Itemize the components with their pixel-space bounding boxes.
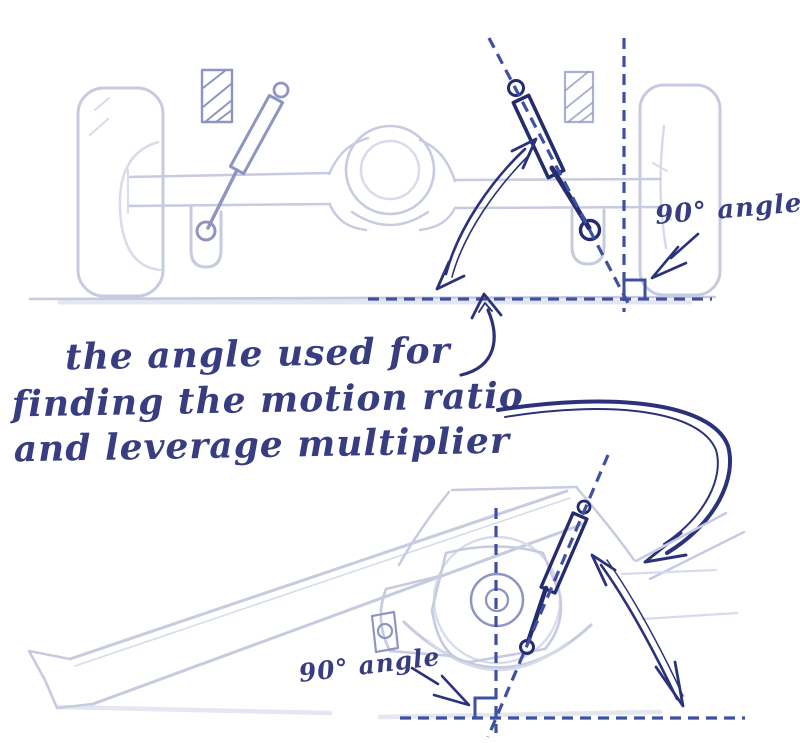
right-angle-marker-bottom bbox=[473, 696, 497, 718]
axle-tube-side bbox=[379, 572, 454, 658]
label-arrow-bottom-shaft bbox=[410, 666, 440, 686]
diff-bottom-arc bbox=[350, 210, 430, 227]
sweep-bottom-shaft-outer bbox=[599, 563, 679, 701]
beam-bottom-edge bbox=[91, 521, 588, 706]
frame-rail-pad-right bbox=[563, 70, 595, 124]
right-shock-eyelet bbox=[578, 218, 602, 242]
sweep-arrow-shaft-outer bbox=[444, 147, 527, 276]
left-shock-body bbox=[228, 93, 285, 176]
arch-right-side bbox=[575, 486, 636, 562]
left-tire-outline bbox=[76, 86, 165, 298]
arch-left-side bbox=[397, 490, 451, 567]
side-shock-shaft bbox=[525, 585, 549, 645]
pad-right-hatching bbox=[565, 71, 593, 123]
diff-outer-circle bbox=[344, 124, 436, 216]
left-tire-texture bbox=[89, 97, 110, 136]
shock-absorber-side bbox=[519, 499, 592, 655]
annotation-line-2: finding the motion ratio bbox=[8, 375, 524, 426]
pointer-arrow-shaft bbox=[459, 308, 496, 377]
left-tire bbox=[76, 86, 165, 298]
label-arrow-top-head bbox=[650, 245, 688, 280]
right-tire-marks bbox=[652, 162, 672, 221]
right-shock-top-stud bbox=[507, 79, 525, 97]
angle-label-bottom: 90° angle bbox=[297, 642, 442, 688]
label-arrow-top-shaft bbox=[669, 232, 700, 260]
axle-hub bbox=[370, 572, 454, 658]
top-view-sketch bbox=[28, 68, 722, 305]
left-shock-shaft bbox=[206, 168, 239, 230]
ground-shadow-bottom bbox=[55, 704, 663, 720]
swoosh-arrow bbox=[496, 399, 733, 564]
frame-rail-pad-left bbox=[200, 68, 234, 124]
sweep-bottom-arrowhead-lower bbox=[654, 660, 685, 708]
sweep-arrow-shaft-inner bbox=[451, 153, 531, 278]
angle-sweep-arrow-bottom bbox=[590, 553, 685, 708]
frame-arch bbox=[397, 485, 746, 621]
beam-inner-edge bbox=[74, 497, 571, 667]
sweep-arrowhead-upper bbox=[510, 137, 538, 170]
shock-axis-dashed-line-top bbox=[487, 37, 631, 306]
side-shock-body bbox=[539, 511, 589, 595]
axle-clamp bbox=[370, 610, 400, 654]
right-tire-rim bbox=[659, 124, 668, 250]
leaf-spring-beam bbox=[27, 489, 588, 710]
sweep-arrowhead-lower bbox=[435, 260, 466, 291]
annotation-text: the angle used for finding the motion ra… bbox=[8, 330, 524, 471]
label-arrow-bottom bbox=[410, 666, 471, 707]
pointer-arrowhead bbox=[470, 292, 503, 320]
differential-housing bbox=[327, 124, 457, 232]
pad-left-hatching bbox=[202, 69, 233, 123]
label-arrow-bottom-head bbox=[432, 674, 471, 707]
angle-label-top: 90° angle bbox=[654, 188, 800, 231]
pointer-arrowhead-notch bbox=[478, 302, 493, 313]
side-shock-eyelet bbox=[519, 639, 535, 655]
axle-lower-edge bbox=[126, 202, 662, 210]
left-tire-rim bbox=[118, 140, 162, 272]
shock-mount-bracket-left bbox=[189, 204, 223, 269]
frame-top-line bbox=[450, 485, 579, 492]
side-view-sketch bbox=[27, 485, 746, 720]
sweep-bottom-shaft-inner bbox=[606, 559, 684, 697]
shock-absorber-left bbox=[195, 81, 290, 242]
angle-sweep-arrow-top bbox=[435, 137, 538, 291]
frame-side-lines bbox=[620, 568, 739, 621]
beam-end-cap bbox=[27, 649, 95, 710]
axle-upper-edge bbox=[126, 171, 662, 182]
beam-top-edge bbox=[68, 489, 569, 661]
pad-right-outline bbox=[563, 70, 595, 124]
annotation-line-3: and leverage multiplier bbox=[13, 420, 512, 471]
sweep-bottom-arrowhead-upper bbox=[590, 553, 617, 587]
axle-tube bbox=[126, 169, 662, 214]
label-arrow-top bbox=[650, 232, 700, 280]
drum-bottom-arc bbox=[426, 639, 569, 672]
right-tire-outline bbox=[638, 83, 722, 297]
axle-clamp-bolt bbox=[376, 622, 394, 640]
diff-shoulders bbox=[327, 136, 457, 232]
right-tire bbox=[638, 83, 722, 297]
swoosh-shaft-outer bbox=[496, 399, 733, 555]
left-shock-eyelet bbox=[195, 220, 217, 242]
left-shock-top-stud bbox=[272, 81, 290, 99]
shock-axis-dashed-line-bottom bbox=[486, 454, 610, 738]
swoosh-shaft-inner bbox=[504, 408, 719, 545]
right-shock-body bbox=[511, 93, 566, 180]
right-angle-marker-top bbox=[622, 278, 647, 298]
annotation-line-1: the angle used for bbox=[65, 330, 453, 379]
pointer-arrow-to-ground bbox=[459, 292, 503, 377]
diff-inner-circle bbox=[359, 139, 421, 201]
